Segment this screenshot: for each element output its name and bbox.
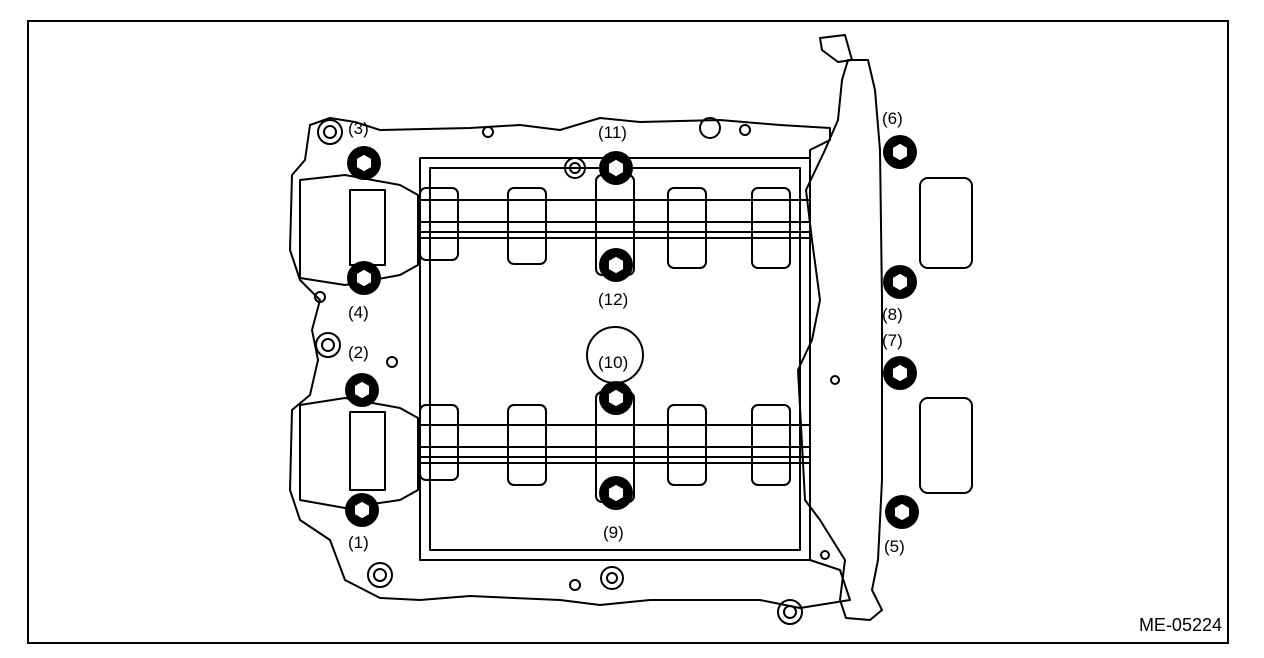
bolt-label: (3): [348, 119, 369, 138]
diagram-frame: [27, 20, 1229, 644]
bolt-icon: [599, 151, 633, 185]
bolt-label: (2): [348, 343, 369, 362]
dowel-hole: [367, 562, 393, 588]
cylinder-head-outline: [289, 117, 851, 609]
dowel-hole: [317, 119, 343, 145]
bolt-icon: [883, 135, 917, 169]
bolt-icon: [599, 381, 633, 415]
bolt-label: (10): [598, 353, 628, 372]
bolt-icon: [599, 248, 633, 282]
bolt-label: (7): [882, 331, 903, 350]
bolt-icon: [599, 476, 633, 510]
dowel-hole: [699, 117, 721, 139]
dowel-hole: [777, 599, 803, 625]
bolt-label: (12): [598, 290, 628, 309]
bolt-icon: [885, 495, 919, 529]
bolt-icon: [345, 373, 379, 407]
bolt-icon: [347, 261, 381, 295]
bolt-icon: [883, 265, 917, 299]
bolt-icon: [883, 356, 917, 390]
dowel-hole: [315, 332, 341, 358]
upper-camshaft: [299, 174, 973, 286]
dowel-hole: [564, 157, 586, 179]
chain-guide-top: [819, 34, 853, 63]
bolt-label: (4): [348, 303, 369, 322]
bolt-label: (5): [884, 537, 905, 556]
chain-guide: [797, 59, 883, 621]
figure-code: ME-05224: [1138, 615, 1222, 635]
bolt-label: (8): [882, 305, 903, 324]
bolt-label: (1): [348, 533, 369, 552]
bolt-icon: [347, 146, 381, 180]
bolt-label: (6): [882, 109, 903, 128]
dowel-hole: [600, 566, 624, 590]
lower-camshaft: [299, 391, 973, 509]
bolt-label: (11): [598, 123, 627, 142]
inner-frame-2: [429, 167, 801, 551]
bolt-label: (9): [603, 523, 624, 542]
bolt-icon: [345, 493, 379, 527]
